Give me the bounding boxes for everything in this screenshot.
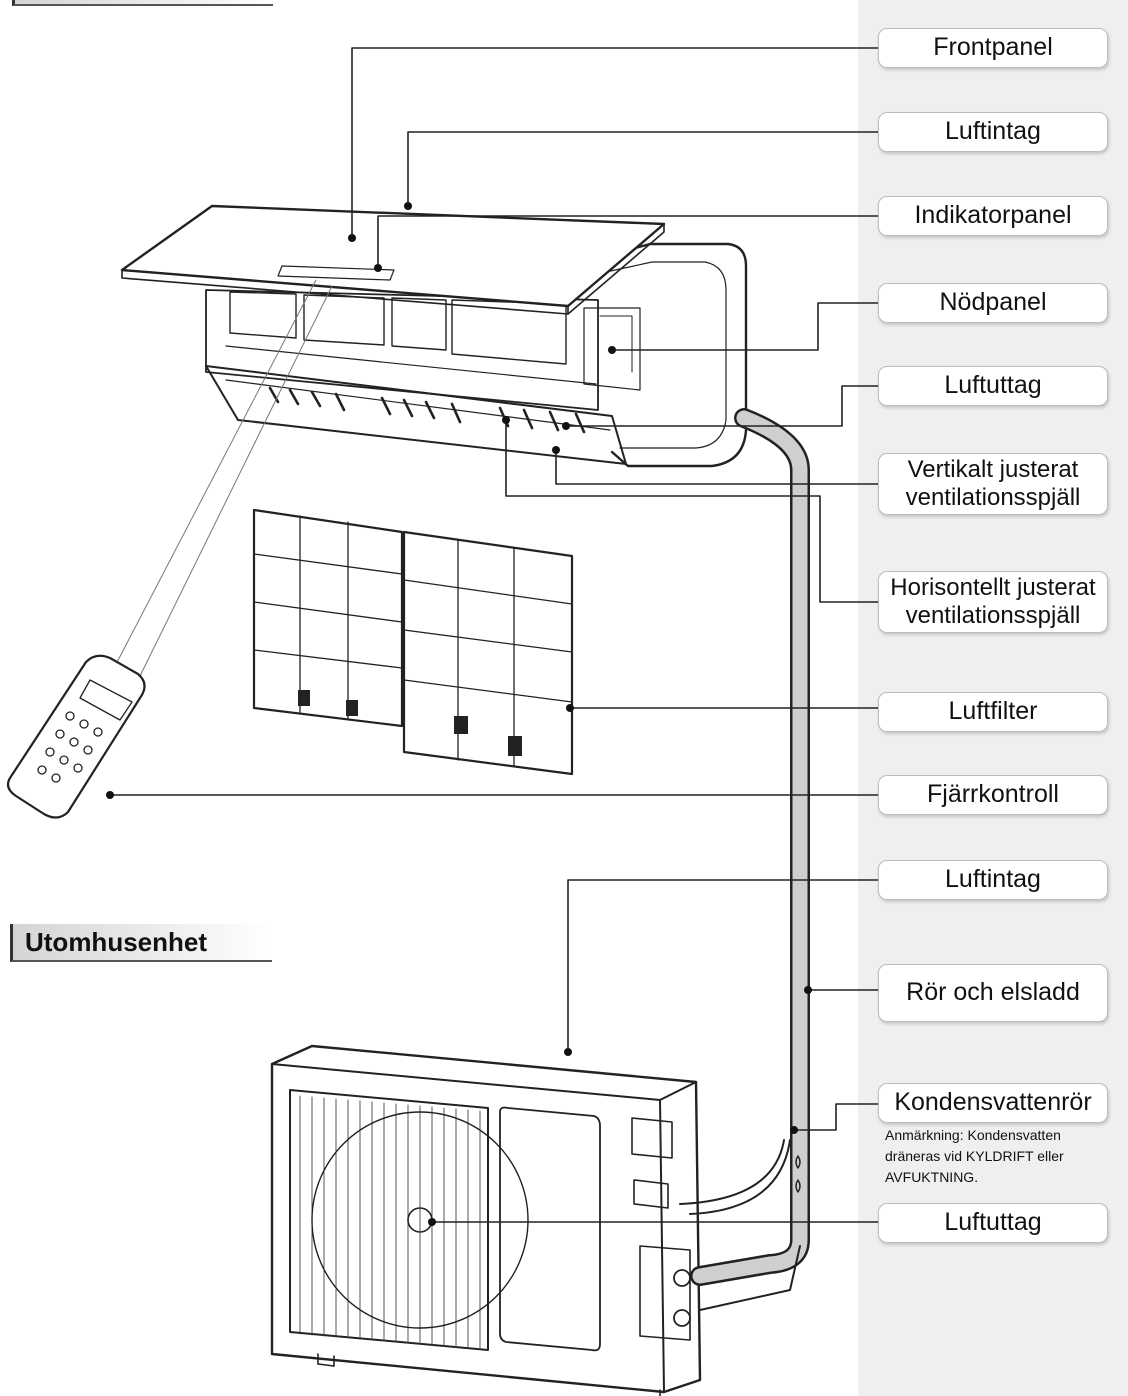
leader-dots (106, 202, 812, 1226)
label-indikatorpanel: Indikatorpanel (878, 196, 1108, 236)
label-ror-och-elsladd: Rör och elsladd (878, 964, 1108, 1022)
label-nodpanel: Nödpanel (878, 283, 1108, 323)
label-luftuttag-indoor: Luftuttag (878, 366, 1108, 406)
indoor-heading-fragment (12, 0, 273, 6)
air-filter (252, 508, 574, 776)
section-heading-utomhusenhet: Utomhusenhet (10, 924, 272, 962)
outdoor-unit (270, 1044, 702, 1396)
condensate-note: Anmärkning: Kondensvatten dräneras vid K… (885, 1127, 1064, 1185)
pipe-bundle (679, 408, 810, 1311)
label-fjarrkontroll: Fjärrkontroll (878, 775, 1108, 815)
label-luftuttag-outdoor: Luftuttag (878, 1203, 1108, 1243)
label-luftfilter: Luftfilter (878, 692, 1108, 732)
leader-lines (109, 47, 881, 1223)
label-frontpanel: Frontpanel (878, 28, 1108, 68)
remote-control (6, 654, 146, 819)
label-kondensvattenror: Kondensvattenrör (878, 1083, 1108, 1123)
label-luftintag-indoor: Luftintag (878, 112, 1108, 152)
indoor-unit (120, 204, 748, 468)
label-luftintag-outdoor: Luftintag (878, 860, 1108, 900)
